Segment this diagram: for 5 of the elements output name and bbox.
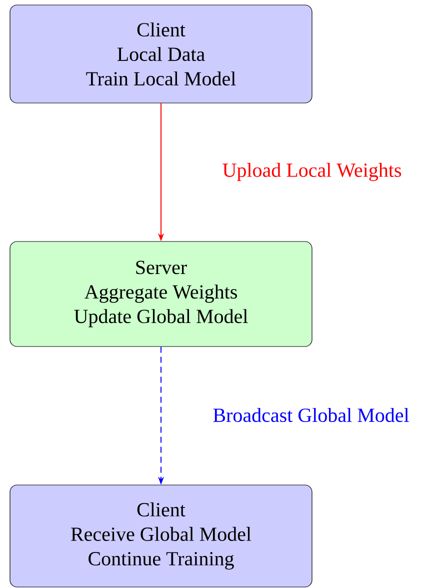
edge-label: Broadcast Global Model bbox=[212, 406, 410, 424]
process-box: Server Aggregate Weights Update Global Model bbox=[10, 241, 312, 347]
edge-label: Upload Local Weights bbox=[221, 162, 403, 182]
process-box: Client Receive Global Model Continue Training bbox=[10, 484, 312, 588]
process-box: Client Local Data Train Local Model bbox=[10, 4, 312, 104]
